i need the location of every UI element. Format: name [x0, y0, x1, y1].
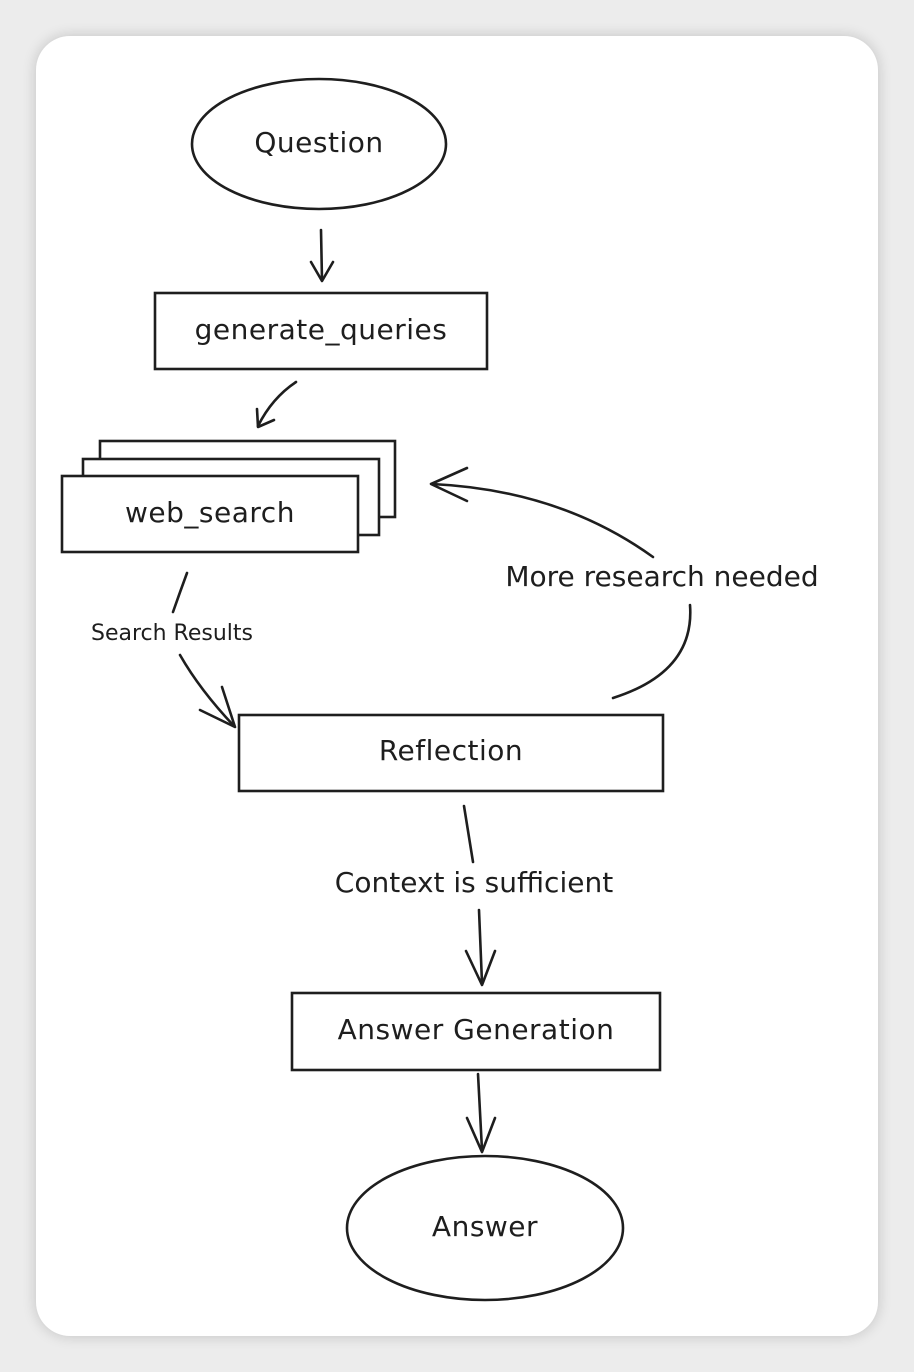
- arrow-websearch-to-reflection: Search Results: [91, 571, 253, 729]
- diagram-card: [36, 36, 878, 1336]
- node-reflection: Reflection: [237, 713, 665, 793]
- arrow-generate-to-websearch: [255, 380, 298, 429]
- arrow-answergen-to-answer: [465, 1072, 497, 1154]
- web-search-stack-front: [60, 474, 360, 554]
- node-answer-generation: Answer Generation: [290, 991, 662, 1072]
- answer-generation-box: [290, 991, 662, 1072]
- arrow-reflection-loop: More research needed: [429, 466, 819, 700]
- arrow-reflection-to-answergen: Context is sufficient: [335, 804, 613, 987]
- generate-queries-label: generate_queries: [195, 313, 448, 346]
- node-generate-queries: generate_queries: [153, 291, 489, 371]
- answer-ellipse: [345, 1154, 625, 1302]
- search-results-label: Search Results: [91, 621, 253, 646]
- more-research-label: More research needed: [505, 560, 818, 593]
- reflection-box: [237, 713, 665, 793]
- node-question: Question: [190, 77, 448, 211]
- question-label: Question: [254, 126, 383, 159]
- answer-label: Answer: [432, 1210, 538, 1243]
- context-sufficient-label: Context is sufficient: [335, 866, 613, 899]
- answer-generation-label: Answer Generation: [338, 1013, 615, 1046]
- node-web-search: web_search: [60, 439, 397, 554]
- node-answer: Answer: [345, 1154, 625, 1302]
- generate-queries-box: [153, 291, 489, 371]
- web-search-label: web_search: [125, 496, 295, 529]
- question-ellipse: [190, 77, 448, 211]
- reflection-label: Reflection: [379, 734, 523, 767]
- arrow-question-to-generate: [309, 228, 335, 283]
